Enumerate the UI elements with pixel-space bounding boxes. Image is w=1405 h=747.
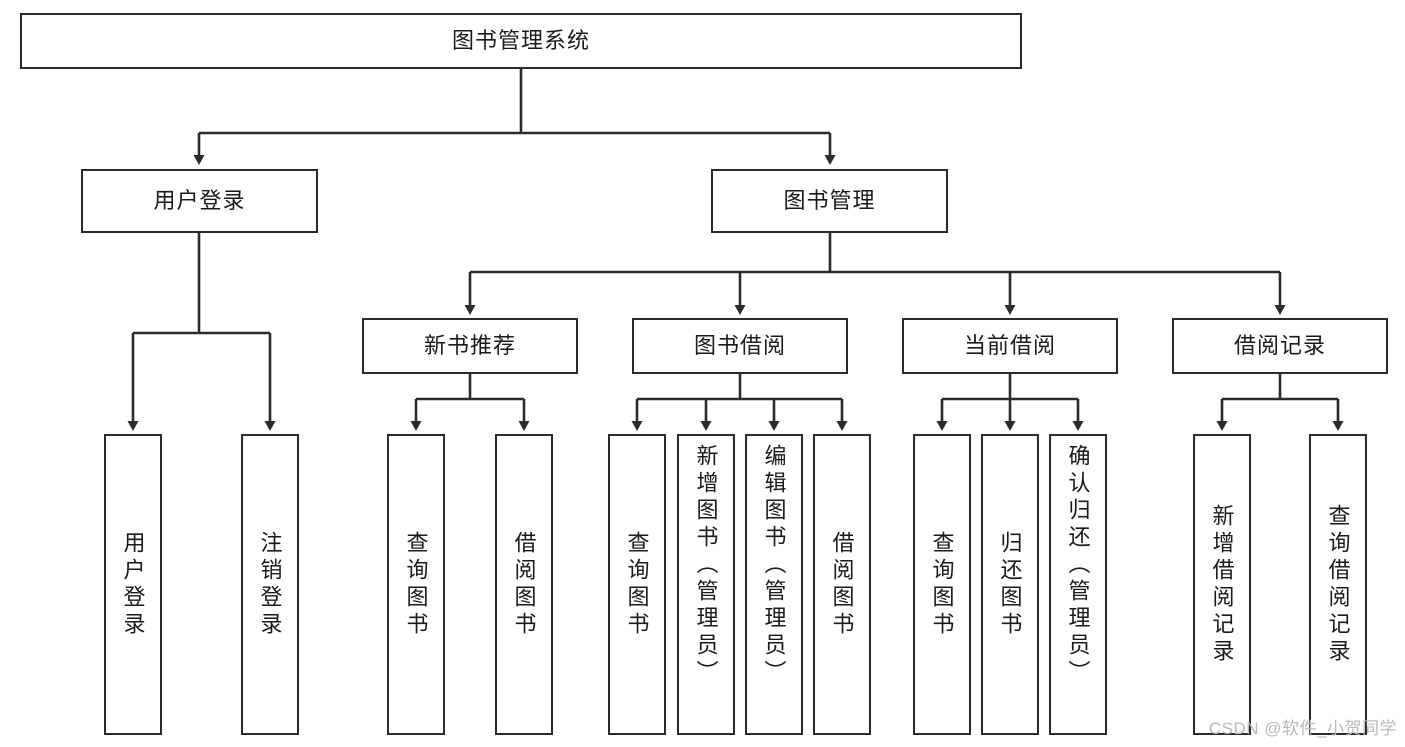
leaf-query-book-current[interactable]: 查询图书 xyxy=(913,434,971,735)
leaf-add-borrow-record-label: 新增借阅记录 xyxy=(1209,503,1235,666)
leaf-user-login-label: 用户登录 xyxy=(120,530,146,639)
node-borrow-record[interactable]: 借阅记录 xyxy=(1172,318,1388,374)
leaf-borrow-book-recommend[interactable]: 借阅图书 xyxy=(495,434,553,735)
leaf-query-borrow-record-label: 查询借阅记录 xyxy=(1325,503,1351,666)
leaf-edit-book-admin-label: 编辑图书（管理员） xyxy=(761,444,787,687)
leaf-borrow-book-recommend-label: 借阅图书 xyxy=(511,530,537,639)
leaf-query-book-recommend[interactable]: 查询图书 xyxy=(387,434,445,735)
node-new-book-recommend-label: 新书推荐 xyxy=(423,332,516,358)
leaf-confirm-return-admin[interactable]: 确认归还（管理员） xyxy=(1049,434,1107,735)
node-root[interactable]: 图书管理系统 xyxy=(20,13,1022,69)
leaf-add-borrow-record[interactable]: 新增借阅记录 xyxy=(1193,434,1251,735)
node-new-book-recommend[interactable]: 新书推荐 xyxy=(362,318,578,374)
node-user-login[interactable]: 用户登录 xyxy=(81,169,318,233)
node-current-borrow-label: 当前借阅 xyxy=(963,332,1056,358)
leaf-edit-book-admin[interactable]: 编辑图书（管理员） xyxy=(745,434,803,735)
leaf-user-login[interactable]: 用户登录 xyxy=(104,434,162,735)
leaf-add-book-admin-label: 新增图书（管理员） xyxy=(693,444,719,687)
node-user-login-label: 用户登录 xyxy=(153,187,246,213)
leaf-add-book-admin[interactable]: 新增图书（管理员） xyxy=(677,434,735,735)
leaf-logout-label: 注销登录 xyxy=(257,530,283,639)
leaf-query-borrow-record[interactable]: 查询借阅记录 xyxy=(1309,434,1367,735)
node-book-management[interactable]: 图书管理 xyxy=(711,169,948,233)
leaf-return-book[interactable]: 归还图书 xyxy=(981,434,1039,735)
leaf-query-book-borrow[interactable]: 查询图书 xyxy=(608,434,666,735)
leaf-query-book-recommend-label: 查询图书 xyxy=(403,530,429,639)
leaf-logout[interactable]: 注销登录 xyxy=(241,434,299,735)
leaf-return-book-label: 归还图书 xyxy=(997,530,1023,639)
node-book-borrow-label: 图书借阅 xyxy=(693,332,786,358)
leaf-borrow-book[interactable]: 借阅图书 xyxy=(813,434,871,735)
node-root-label: 图书管理系统 xyxy=(451,27,590,53)
leaf-query-book-current-label: 查询图书 xyxy=(929,530,955,639)
leaf-confirm-return-admin-label: 确认归还（管理员） xyxy=(1065,444,1091,687)
leaf-query-book-borrow-label: 查询图书 xyxy=(624,530,650,639)
watermark: CSDN @软件_小贺同学 xyxy=(1208,719,1397,738)
leaf-borrow-book-label: 借阅图书 xyxy=(829,530,855,639)
node-book-management-label: 图书管理 xyxy=(783,187,876,213)
node-current-borrow[interactable]: 当前借阅 xyxy=(902,318,1118,374)
node-book-borrow[interactable]: 图书借阅 xyxy=(632,318,848,374)
node-borrow-record-label: 借阅记录 xyxy=(1233,332,1326,358)
